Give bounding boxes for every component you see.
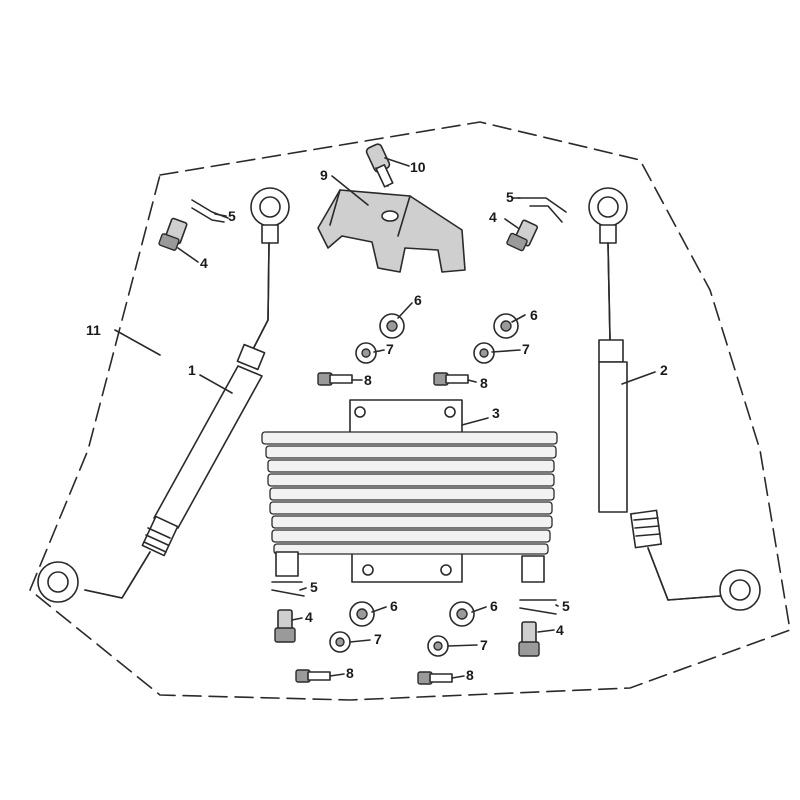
callout-8-lower-right: 8 [466, 667, 474, 683]
part-3-oil-cooler [261, 399, 558, 583]
part-7-upper-right [473, 342, 495, 364]
part-5-washer-upper-left [191, 199, 229, 223]
part-6-upper-right [493, 313, 519, 339]
callout-7-upper-right: 7 [522, 341, 530, 357]
part-4-bolt-upper-right [506, 219, 539, 252]
callout-4-upper-right: 4 [489, 209, 497, 225]
callout-4-upper-left: 4 [200, 255, 208, 271]
callout-5-upper-left: 5 [228, 208, 236, 224]
leader-lines [114, 157, 656, 679]
part-5-washer-lower-right [519, 599, 557, 615]
part-7-upper-left [355, 342, 377, 364]
part-8-lower-right [417, 671, 453, 685]
part-1-left-oil-hose [37, 187, 290, 603]
part-2-right-oil-hose [588, 187, 761, 611]
callout-10: 10 [410, 159, 426, 175]
callout-8-lower-left: 8 [346, 665, 354, 681]
callout-labels: 1 2 3 4 4 4 4 5 5 5 5 6 6 6 6 7 7 7 7 8 … [86, 159, 668, 683]
callout-5-lower-left: 5 [310, 579, 318, 595]
part-6-upper-left [379, 313, 405, 339]
part-6-lower-left [349, 601, 375, 627]
part-4-bolt-lower-right [518, 621, 540, 657]
part-4-bolt-upper-left [158, 217, 188, 251]
part-5-washer-upper-right [517, 197, 567, 223]
callout-6-upper-left: 6 [414, 292, 422, 308]
callout-5-lower-right: 5 [562, 598, 570, 614]
part-8-upper-left [317, 372, 353, 386]
part-9-bracket [317, 189, 466, 273]
callout-9: 9 [320, 167, 328, 183]
part-5-washer-lower-left [271, 581, 305, 597]
callout-11: 11 [86, 322, 101, 338]
callout-4-lower-right: 4 [556, 622, 564, 638]
callout-1: 1 [188, 362, 196, 378]
callout-6-lower-left: 6 [390, 598, 398, 614]
callout-8-upper-right: 8 [480, 375, 488, 391]
callout-5-upper-right: 5 [506, 189, 514, 205]
part-7-lower-left [329, 631, 351, 653]
callout-7-lower-left: 7 [374, 631, 382, 647]
callout-7-lower-right: 7 [480, 637, 488, 653]
part-4-bolt-lower-left [274, 609, 296, 643]
part-6-lower-right [449, 601, 475, 627]
part-8-lower-left [295, 669, 331, 683]
callout-6-lower-right: 6 [490, 598, 498, 614]
callout-6-upper-right: 6 [530, 307, 538, 323]
part-7-lower-right [427, 635, 449, 657]
part-10-screw [365, 143, 394, 188]
callout-4-lower-left: 4 [305, 609, 313, 625]
callout-8-upper-left: 8 [364, 372, 372, 388]
callout-2: 2 [660, 362, 668, 378]
callout-3: 3 [492, 405, 500, 421]
part-11-outline [29, 121, 791, 701]
part-8-upper-right [433, 372, 469, 386]
callout-7-upper-left: 7 [386, 341, 394, 357]
